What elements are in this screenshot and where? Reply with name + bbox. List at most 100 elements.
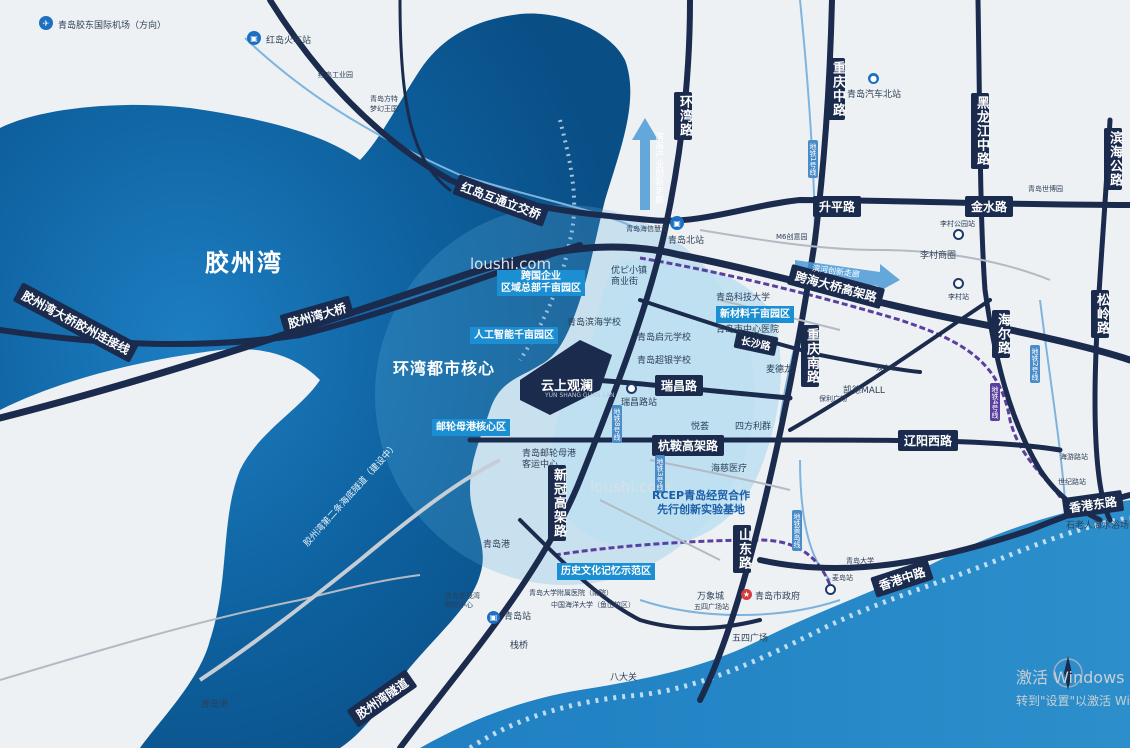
poi-ocean-univ: 中国海洋大学（鱼山校区） (551, 601, 635, 609)
core-zone-label: 环湾都市核心 (393, 359, 496, 378)
metro-line1-label: 地铁1号线 (808, 140, 818, 179)
poi-kaide-mall: 凯德MALL (843, 386, 885, 396)
metro-station-icon (953, 229, 964, 240)
poi-youding: 优ピ小镇 商业街 (611, 266, 648, 287)
metro-line4-label: 地铁4号线 (990, 383, 1000, 422)
poi-north-station: 青岛北站 (668, 236, 705, 246)
poi-wusi-station: 五四广场站 (694, 603, 729, 611)
poi-wanxiang: 万象城 (697, 592, 725, 602)
train-icon: ▣ (487, 611, 500, 624)
airplane-icon: ✈ (39, 16, 53, 30)
poi-qingdao-tech: 青岛科技大学 (716, 293, 771, 303)
project-subtitle: YUN SHANG GUAN LAN (545, 392, 615, 399)
poi-jinmao: 青岛金茂湾 购物中心 (445, 592, 480, 609)
yellow-sea (420, 500, 1130, 748)
road-shengping: 升平路 (813, 196, 862, 217)
minor-roads (0, 229, 1051, 681)
metro-station-icon (953, 278, 964, 289)
metro-line-yellow-label: 地铁黄岛线 (792, 510, 802, 551)
road-heilongjiang: 黑龙江中路 (971, 93, 989, 169)
poi-shilaoren: 石老人海水浴场 (1066, 521, 1130, 531)
metro-station-icon (825, 584, 836, 595)
poi-binhai-school: 青岛滨海学校 (567, 318, 622, 328)
poi-qingdao-port-left: 青岛港 (201, 700, 229, 710)
project-name: 云上观澜 (541, 379, 594, 394)
poi-hongdao-station: 红岛火车站 (266, 36, 312, 46)
road-hangan: 杭鞍高架路 (652, 435, 725, 456)
poi-chaoyin-school: 青岛超银学校 (637, 356, 692, 366)
road-songling: 松岭路 (1091, 290, 1109, 338)
poi-badaguan: 八大关 (610, 673, 638, 683)
poi-m6: M6创意园 (776, 233, 808, 241)
brand-watermark-2: loushi.com (590, 478, 672, 496)
zone-ai: 人工智能千亩园区 (470, 327, 558, 344)
poi-qiyuan-school: 青岛启元学校 (637, 333, 692, 343)
poi-haichuan: 青岛海信慧湾 (626, 225, 668, 233)
road-jinshui: 金水路 (965, 196, 1014, 217)
poi-airport: 青岛胶东国际机场（方向） (58, 21, 167, 31)
poi-fangte: 青岛方特 梦幻王国 (370, 95, 398, 113)
train-icon: ▣ (247, 31, 261, 45)
road-ruichang: 瑞昌路 (655, 375, 704, 396)
zone-lishi: 历史文化记忆示范区 (557, 563, 655, 580)
metro-purple-south (554, 538, 832, 586)
metro-line3-label: 地铁3号线 (655, 455, 665, 494)
poi-maidao: 麦岛站 (832, 574, 853, 582)
activate-subtitle: 转到"设置"以激活 Windows。 (1016, 694, 1130, 708)
poi-city-hospital: 青岛市中心医院 (716, 325, 780, 335)
road-liaoyang: 辽阳西路 (898, 430, 959, 451)
poi-zhanqiao: 栈桥 (510, 641, 529, 651)
road-shandong: 山东路 (733, 525, 751, 573)
road-chongqing-nan: 重庆南路 (801, 325, 819, 387)
binhe-arrow (795, 260, 900, 292)
poi-wusi-square: 五四广场 (732, 634, 769, 644)
poi-hongdao-industrial: 红岛工业园 (318, 71, 353, 79)
poi-haier-station: 海游路站 (1060, 453, 1088, 461)
poi-shiji-station: 世纪路站 (1058, 478, 1086, 486)
road-chongqing-zhong: 重庆中路 (827, 58, 845, 120)
government-star-icon: ★ (741, 589, 752, 600)
second-tunnel-line (198, 458, 501, 682)
poi-shuangshan: 双山站 (876, 364, 897, 372)
poi-haici: 海慈医疗 (711, 464, 748, 474)
bay-name: 胶州湾 (205, 249, 283, 277)
poi-licun-station: 李村站 (948, 293, 969, 301)
metro-line2-label: 地铁2号线 (1030, 345, 1040, 384)
metro-purple (639, 256, 1064, 501)
binhai-arrow (632, 118, 658, 210)
poi-qd-univ: 青岛大学 (846, 557, 874, 565)
activate-title: 激活 Windows (1016, 668, 1125, 687)
road-huanwan: 环湾路 (674, 92, 692, 140)
poi-qingdao-port: 青岛港 (483, 540, 511, 550)
poi-sifang: 四方利群 (735, 422, 772, 432)
bus-icon: ● (868, 73, 879, 84)
poi-licun-mall: 李村商圈 (920, 251, 957, 261)
zone-rcep: RCEP青岛经贸合作 先行创新实验基地 (652, 489, 751, 516)
road-binhai-gonglu: 滨海公路 (1104, 128, 1122, 190)
poi-gov: 青岛市政府 (755, 592, 801, 602)
poi-madelong: 麦德龙 (766, 365, 794, 375)
road-haier: 海尔路 (992, 310, 1010, 358)
poi-baoli: 保利广场 (819, 395, 847, 403)
poi-qingdao-station: 青岛站 (504, 612, 532, 622)
poi-licun-park: 李村公园站 (940, 220, 975, 228)
poi-bus-north: 青岛汽车北站 (847, 90, 902, 100)
poi-yuecui: 悦荟 (691, 422, 710, 432)
metro-line8-label: 地铁8号线 (612, 405, 622, 444)
poi-ruichang-station: 瑞昌路站 (621, 398, 658, 408)
poi-shijieyuan: 青岛世博园 (1028, 185, 1063, 193)
poi-hospital-south: 青岛大学附属医院（南院） (529, 589, 613, 597)
train-icon: ▣ (670, 216, 684, 230)
zone-youlun: 邮轮母港核心区 (432, 419, 510, 436)
zone-kuaguo: 跨国企业 区域总部千亩园区 (497, 270, 585, 296)
compass (1053, 656, 1083, 690)
road-xinguan: 新冠高架路 (548, 465, 566, 541)
brand-watermark: loushi.com (470, 255, 552, 273)
zone-xincailiao: 新材料千亩园区 (716, 306, 794, 323)
metro-station-icon (626, 383, 637, 394)
arrow-binhai-label: 滨海产业创新走廊 (653, 132, 663, 204)
poi-youlun-terminal: 青岛邮轮母港 客运中心 (522, 449, 577, 470)
huangdao-land (0, 349, 320, 748)
